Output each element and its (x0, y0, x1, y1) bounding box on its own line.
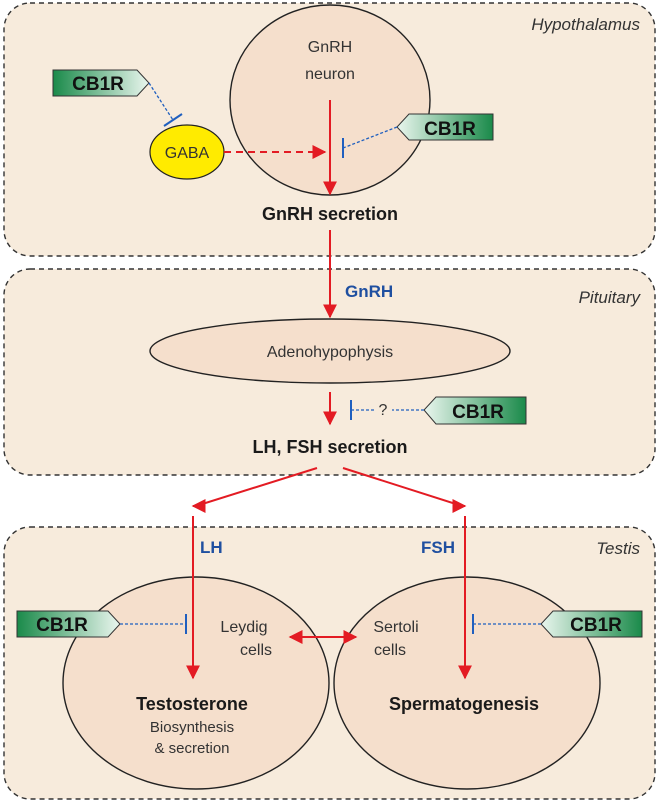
biosynthesis-label-line2: & secretion (154, 740, 229, 757)
gnrh-hormone-label: GnRH (345, 282, 393, 301)
lh-label: LH (200, 538, 223, 557)
leydig-label-line2: cells (240, 642, 272, 659)
gnrh-neuron-label-line1: GnRH (308, 39, 352, 56)
question-mark: ? (379, 402, 388, 419)
leydig-cell (62, 576, 330, 790)
cb1r-label: CB1R (424, 119, 476, 140)
cb1r-label: CB1R (72, 74, 124, 95)
lh-fsh-secretion-label: LH, FSH secretion (252, 437, 407, 457)
sertoli-cell (333, 576, 601, 790)
cb1r-receptor-pituitary: CB1R (423, 396, 527, 425)
lh-branch-arrow (191, 467, 318, 513)
cb1r-receptor-leydig: CB1R (16, 610, 121, 638)
adenohypophysis-node (149, 318, 511, 384)
sertoli-label-line1: Sertoli (373, 619, 418, 636)
cb1r-receptor-sertoli: CB1R (540, 610, 643, 638)
testis-label: Testis (596, 539, 640, 558)
pituitary-label: Pituitary (579, 288, 642, 307)
gnrh-neuron-label-line2: neuron (305, 66, 355, 83)
cb1r-label: CB1R (36, 615, 88, 636)
leydig-label-line1: Leydig (220, 619, 267, 636)
gnrh-secretion-label: GnRH secretion (262, 204, 398, 224)
spermatogenesis-label: Spermatogenesis (389, 694, 539, 714)
cb1r-receptor-gaba: CB1R (52, 69, 150, 97)
cb1r-receptor-gnrh: CB1R (396, 113, 494, 141)
cb1r-label: CB1R (452, 402, 504, 423)
hypothalamus-label: Hypothalamus (531, 15, 640, 34)
fsh-label: FSH (421, 538, 455, 557)
gaba-label: GABA (165, 145, 210, 162)
fsh-branch-arrow (342, 467, 467, 513)
adenohypophysis-label: Adenohypophysis (267, 344, 393, 361)
inhibition-bar-gaba (163, 113, 183, 127)
sertoli-label-line2: cells (374, 642, 406, 659)
cb1r-gaba-inhibition (148, 82, 174, 121)
testosterone-label: Testosterone (136, 694, 248, 714)
biosynthesis-label-line1: Biosynthesis (150, 719, 234, 736)
cb1r-label: CB1R (570, 615, 622, 636)
